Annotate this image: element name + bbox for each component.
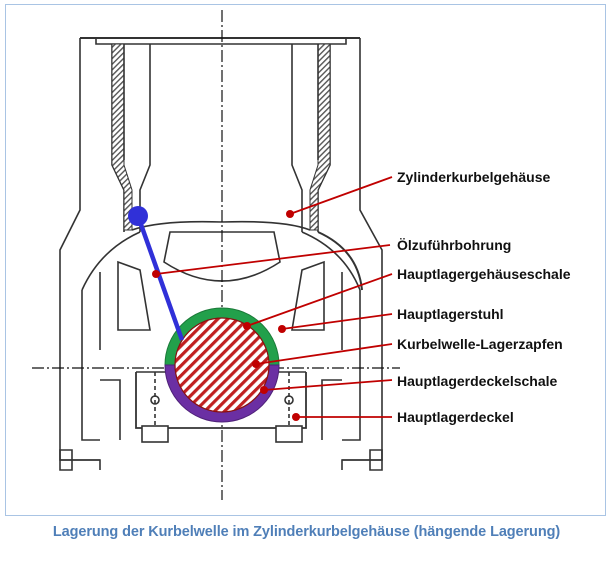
leader-lines [155, 176, 393, 418]
crankshaft-journal [174, 317, 270, 413]
label-zylinderkurbelgehaeuse: Zylinderkurbelgehäuse [397, 169, 550, 185]
label-hauptlagerdeckelschale: Hauptlagerdeckelschale [397, 373, 558, 389]
diagram-frame [5, 4, 606, 516]
engine-block-drawing [59, 37, 383, 471]
label-hauptlagergehaeuseschale: Hauptlagergehäuseschale [397, 266, 571, 282]
label-hauptlagerdeckel: Hauptlagerdeckel [397, 409, 514, 425]
component-labels: Zylinderkurbelgehäuse Ölzuführbohrung Ha… [397, 169, 571, 425]
label-oelzufuehrbohrung: Ölzuführbohrung [397, 237, 511, 253]
label-kurbelwelle-lagerzapfen: Kurbelwelle-Lagerzapfen [397, 336, 563, 352]
oil-supply-channel [128, 206, 185, 341]
main-bearing [164, 307, 280, 423]
figure-caption: Lagerung der Kurbelwelle im Zylinderkurb… [52, 524, 561, 540]
center-lines [32, 10, 400, 500]
leader-dots [152, 210, 300, 421]
label-hauptlagerstuhl: Hauptlagerstuhl [397, 306, 504, 322]
